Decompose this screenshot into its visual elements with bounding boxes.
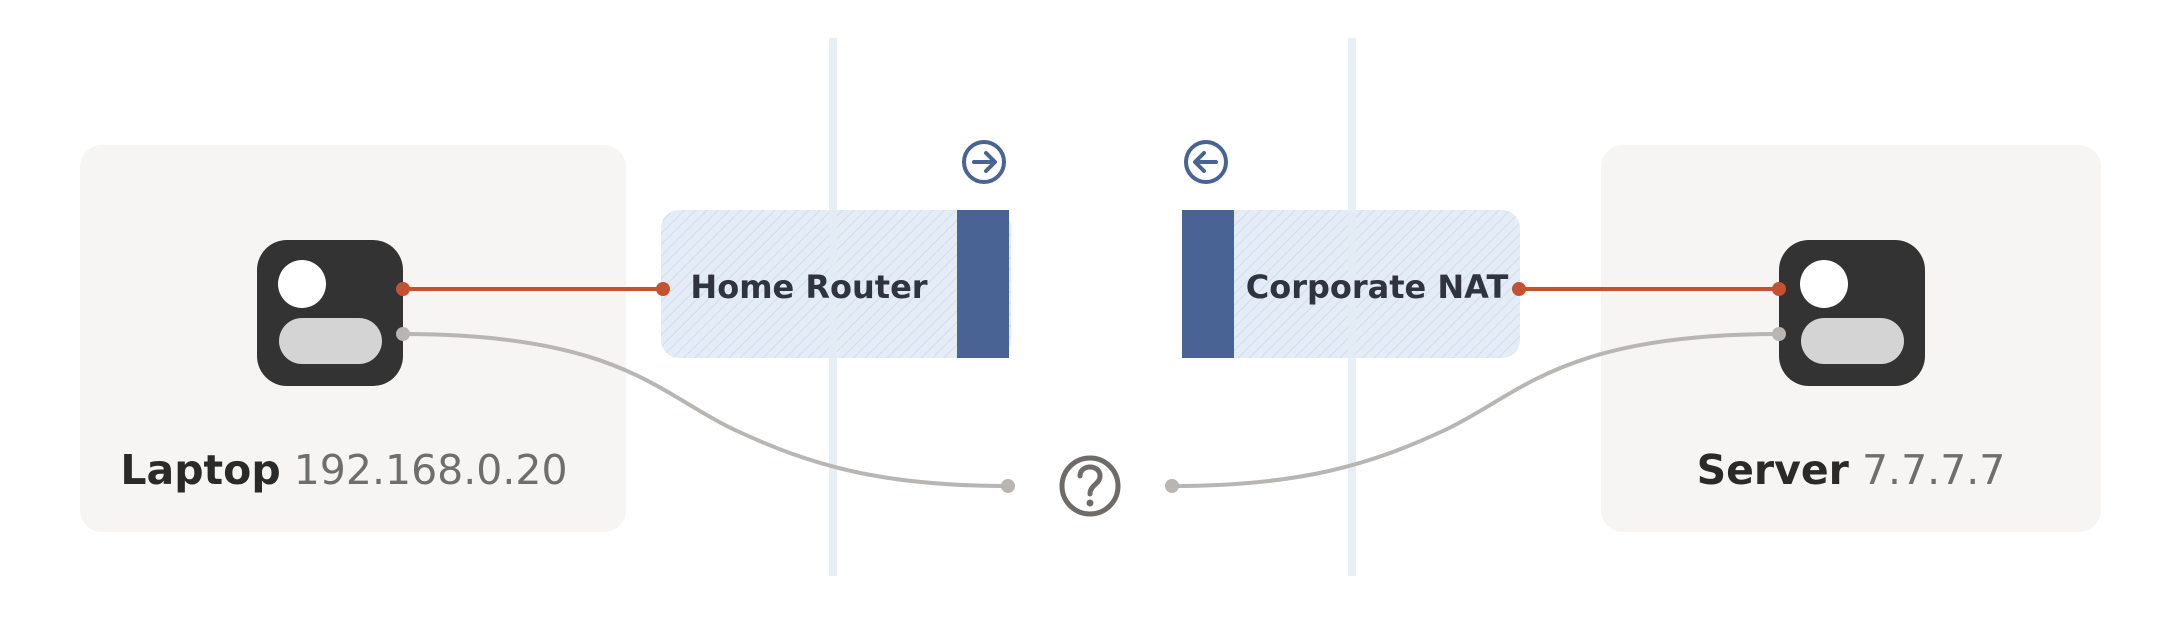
arrow-right-circle-icon: [962, 140, 1006, 184]
laptop-name: Laptop: [120, 446, 281, 494]
home-boundary-line: [829, 38, 837, 576]
laptop-device-icon: [257, 240, 403, 386]
server-label: Server 7.7.7.7: [1571, 445, 2131, 495]
arrow-left-circle-icon: [1184, 140, 1228, 184]
server-device-icon: [1779, 240, 1925, 386]
laptop-label: Laptop 192.168.0.20: [64, 445, 624, 495]
corporate-boundary-line: [1348, 38, 1356, 576]
home-router-bar: [957, 210, 1009, 358]
laptop-ip: 192.168.0.20: [293, 446, 568, 494]
laptop-unknown-path: [396, 327, 1015, 493]
server-name: Server: [1696, 446, 1849, 494]
server-ip: 7.7.7.7: [1861, 446, 2006, 494]
corporate-nat-bar: [1182, 210, 1234, 358]
server-unknown-path: [1165, 327, 1786, 493]
question-circle-icon: [1059, 455, 1121, 517]
nat-to-server-link: [1512, 282, 1786, 296]
laptop-to-router-link: [396, 282, 670, 296]
corporate-nat-label: Corporate NAT: [1245, 268, 1509, 306]
home-router-label: Home Router: [690, 268, 928, 306]
